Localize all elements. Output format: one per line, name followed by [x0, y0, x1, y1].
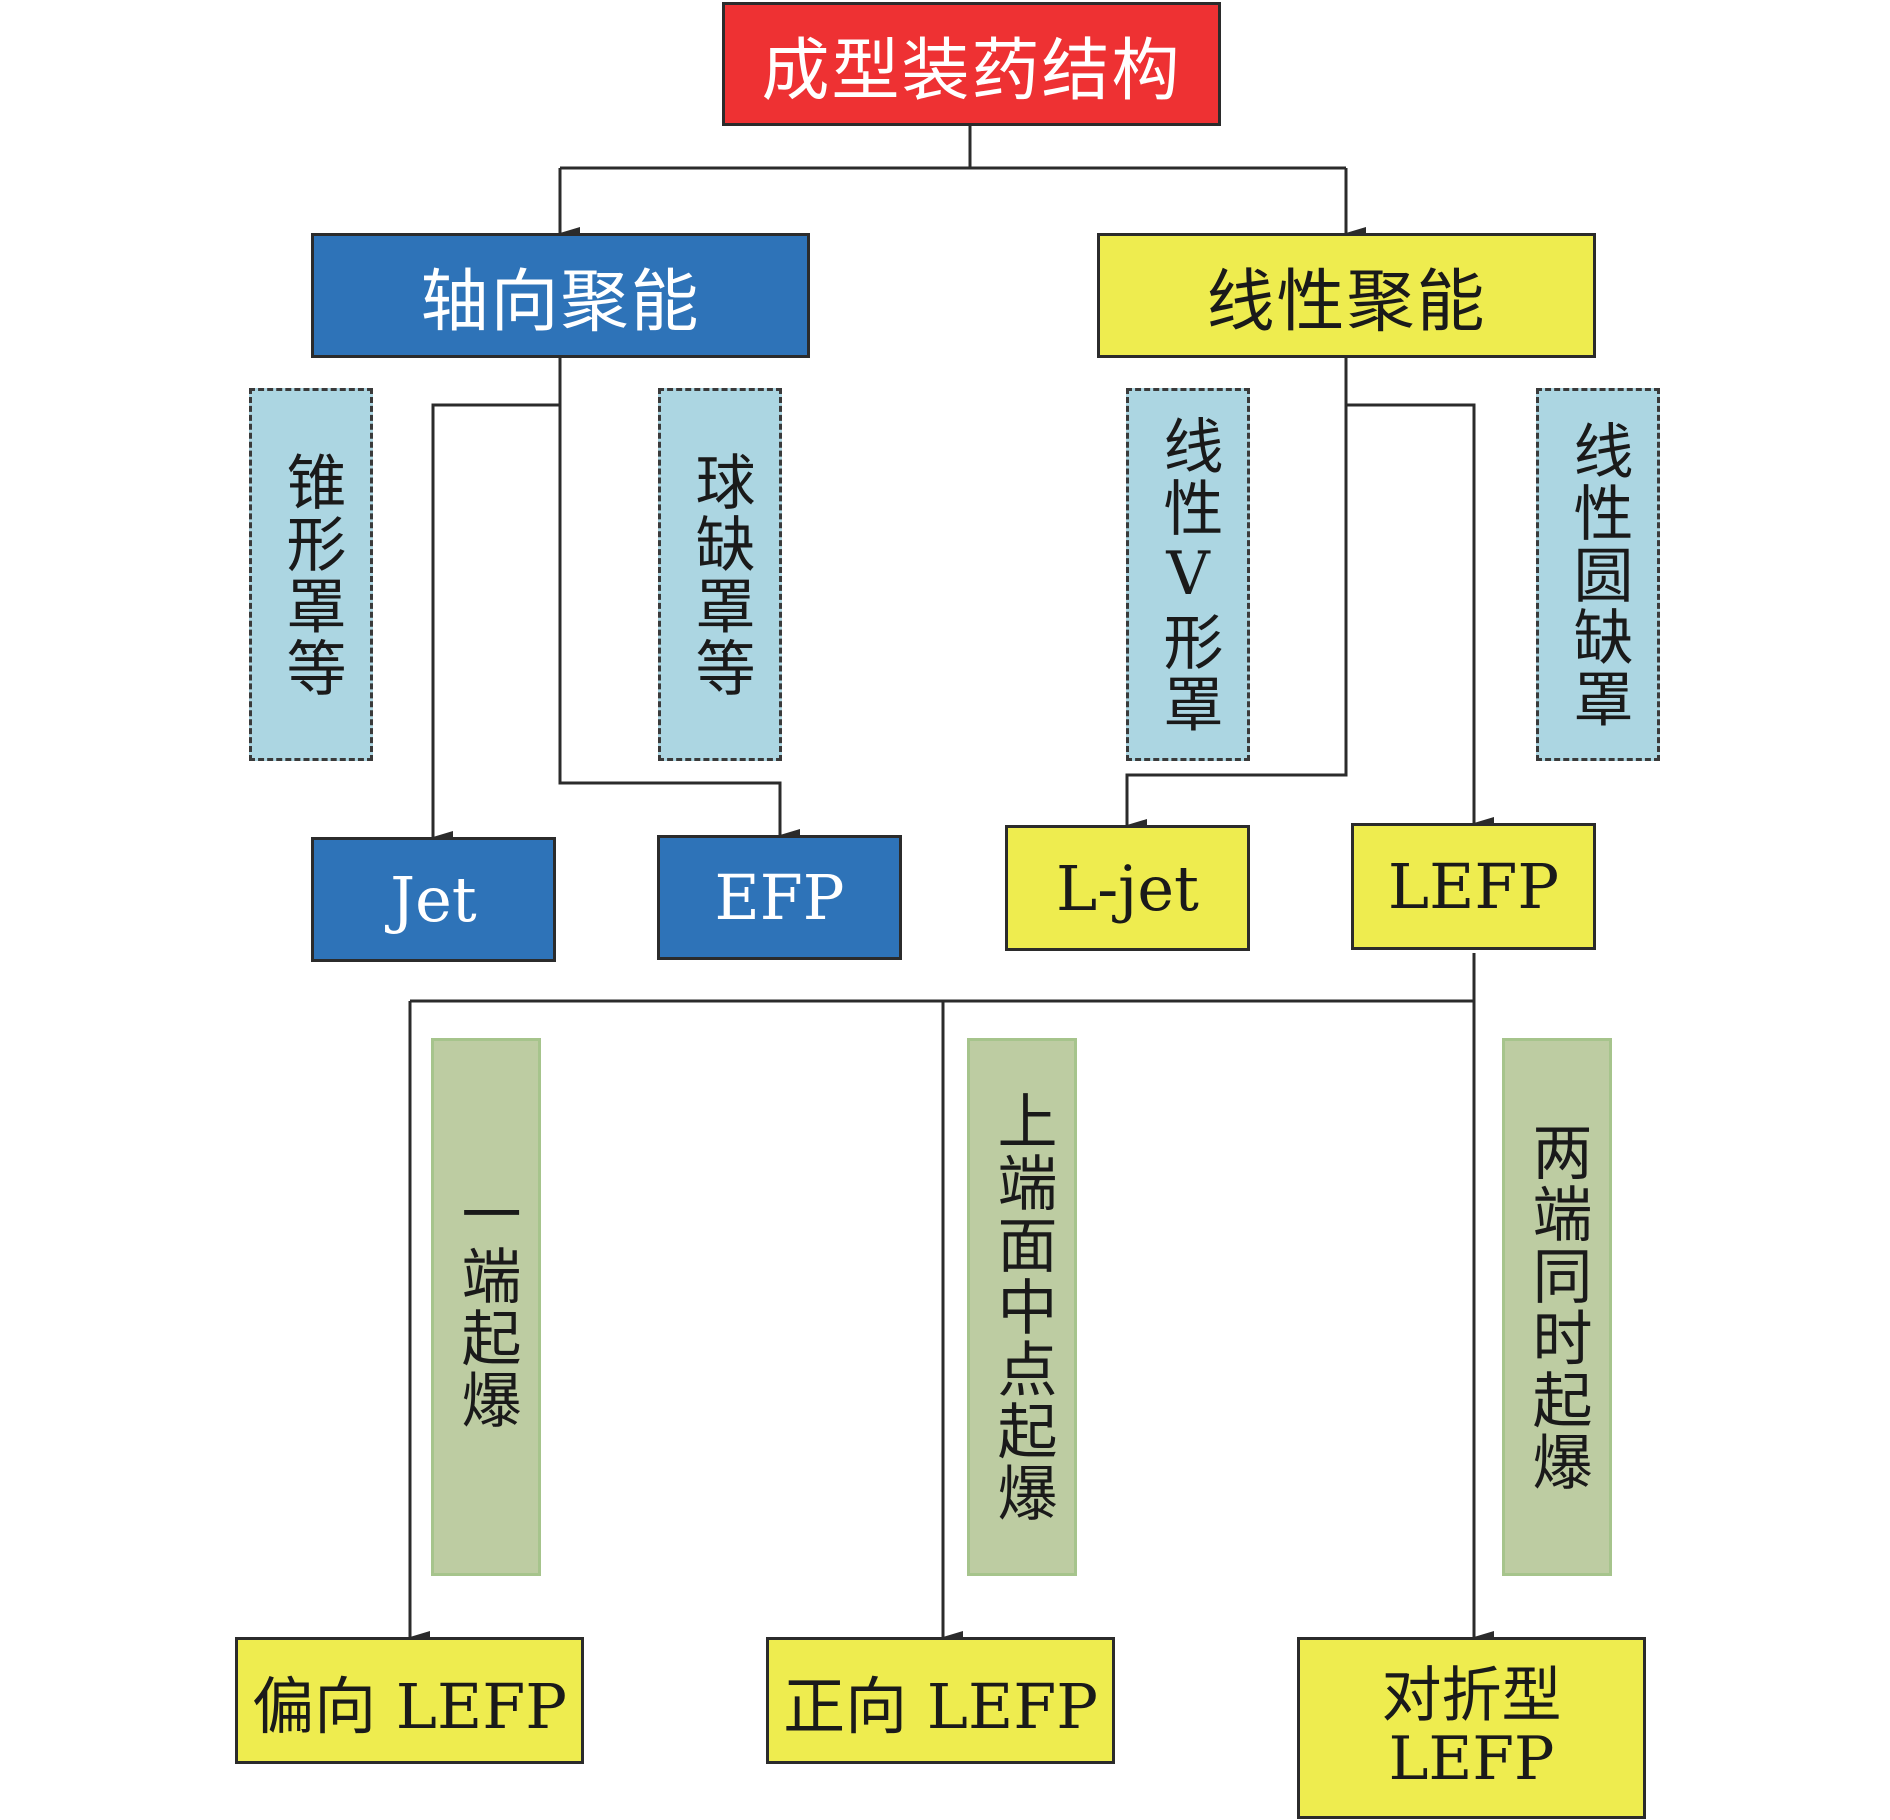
note-conical-liner: 锥形罩等 — [249, 388, 373, 761]
connector-lefp-split — [410, 953, 1476, 1003]
efp-node: EFP — [657, 835, 902, 960]
note-linear-v-liner-label: 线性V形罩 — [1153, 414, 1223, 735]
connector-axial-to-jet — [431, 358, 562, 843]
linear-node-label: 线性聚能 — [1206, 263, 1487, 342]
note-conical-liner-label: 锥形罩等 — [276, 450, 346, 699]
jet-node-label: Jet — [390, 863, 477, 936]
folded-lefp-node: 对折型 LEFP — [1297, 1637, 1646, 1819]
connector-linear-to-ljet — [1125, 358, 1348, 831]
note-linear-arc-liner: 线性圆缺罩 — [1536, 388, 1660, 761]
lefp-node: LEFP — [1351, 823, 1596, 950]
lefp-node-label: LEFP — [1387, 850, 1560, 923]
folded-lefp-node-label: 对折型 LEFP — [1381, 1661, 1562, 1794]
root-node: 成型装药结构 — [722, 2, 1221, 126]
axial-node-label: 轴向聚能 — [420, 263, 701, 342]
connector-linear-to-lefp — [1346, 403, 1494, 829]
ljet-node-label: L-jet — [1056, 851, 1199, 925]
axial-node: 轴向聚能 — [311, 233, 810, 358]
initiation-both-ends: 两端同时起爆 — [1502, 1038, 1612, 1576]
efp-node-label: EFP — [714, 861, 845, 934]
oblique-lefp-node-label: 偏向 LEFP — [252, 1669, 567, 1743]
oblique-lefp-node: 偏向 LEFP — [235, 1637, 584, 1764]
ljet-node: L-jet — [1005, 825, 1250, 951]
initiation-top-center: 上端面中点起爆 — [967, 1038, 1077, 1576]
note-spherical-liner: 球缺罩等 — [658, 388, 782, 761]
initiation-top-center-label: 上端面中点起爆 — [987, 1090, 1057, 1524]
jet-node: Jet — [311, 837, 556, 962]
initiation-both-ends-label: 两端同时起爆 — [1522, 1121, 1592, 1493]
forward-lefp-node: 正向 LEFP — [766, 1637, 1115, 1764]
forward-lefp-node-label: 正向 LEFP — [783, 1669, 1098, 1743]
connector-root-split — [560, 126, 1346, 170]
note-spherical-liner-label: 球缺罩等 — [685, 450, 755, 699]
initiation-one-end-label: 一端起爆 — [451, 1183, 521, 1431]
initiation-one-end: 一端起爆 — [431, 1038, 541, 1576]
note-linear-v-liner: 线性V形罩 — [1126, 388, 1250, 761]
root-node-label: 成型装药结构 — [761, 31, 1182, 111]
connector-axial-to-efp — [558, 405, 800, 841]
linear-node: 线性聚能 — [1097, 233, 1596, 358]
note-linear-arc-liner-label: 线性圆缺罩 — [1563, 419, 1633, 730]
